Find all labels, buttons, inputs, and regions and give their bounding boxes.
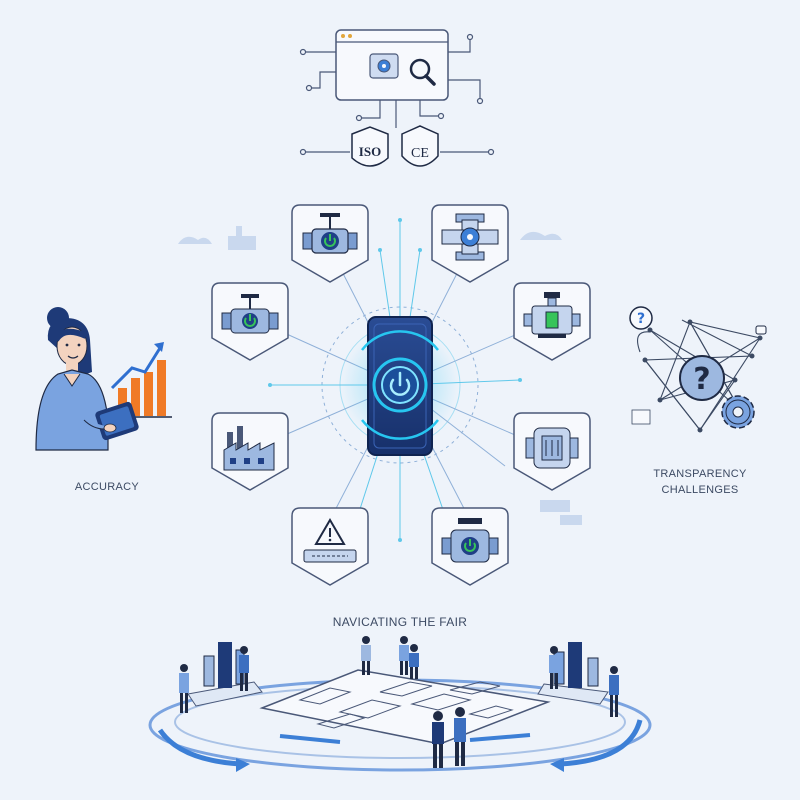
hex-node-tank-right[interactable]: [513, 412, 591, 491]
valve-power-icon: [441, 518, 499, 563]
pipe-gear-icon: [441, 213, 499, 261]
visitors: [179, 636, 619, 768]
gear-icon: [377, 59, 391, 73]
iso-label: ISO: [359, 144, 381, 159]
valve-power-icon: [221, 294, 279, 334]
gear-icon: [721, 395, 755, 429]
valve-power-icon: [302, 213, 358, 254]
transparency-label-line1: TRANSPARENCY: [653, 468, 747, 480]
pump-icon: [523, 292, 581, 338]
ce-badge: CE: [401, 125, 439, 167]
magnifier-icon: [409, 58, 436, 86]
central-device: [340, 316, 460, 456]
certification-badges: ISO CE: [299, 125, 495, 167]
hex-node-pump-right[interactable]: [513, 282, 591, 361]
navigating-the-fair-label: NAVICATING THE FAIR: [332, 615, 468, 629]
ce-label: CE: [411, 146, 429, 161]
hex-node-valve-power-top[interactable]: [291, 204, 369, 283]
accuracy-illustration: [35, 307, 172, 451]
power-icon: [389, 371, 411, 396]
hex-node-pipe-gear[interactable]: [431, 204, 509, 283]
trade-fair-scene: [148, 636, 652, 772]
transparency-challenges-label: TRANSPARENCY CHALLENGES: [640, 466, 760, 498]
background-decor: [178, 226, 582, 525]
search-window: [299, 29, 484, 128]
accuracy-label: ACCURACY: [74, 481, 140, 493]
svg-text:?: ?: [637, 311, 645, 327]
bar-chart-icon: [110, 342, 172, 418]
hex-node-factory[interactable]: [211, 412, 289, 491]
transparency-illustration: ? ?: [629, 306, 767, 433]
question-mark-icon: ?: [629, 306, 653, 330]
question-mark-icon: ?: [679, 355, 725, 401]
iso-badge: ISO: [351, 126, 389, 167]
hex-node-warning-pipe[interactable]: [291, 507, 369, 586]
hex-node-valve-power-left[interactable]: [211, 282, 289, 361]
tank-icon: [525, 427, 579, 469]
factory-icon: [223, 426, 275, 471]
warning-icon: [303, 518, 357, 563]
svg-text:?: ?: [693, 362, 710, 397]
hex-node-valve-power-bottom[interactable]: [431, 507, 509, 586]
transparency-label-line2: CHALLENGES: [661, 484, 739, 496]
